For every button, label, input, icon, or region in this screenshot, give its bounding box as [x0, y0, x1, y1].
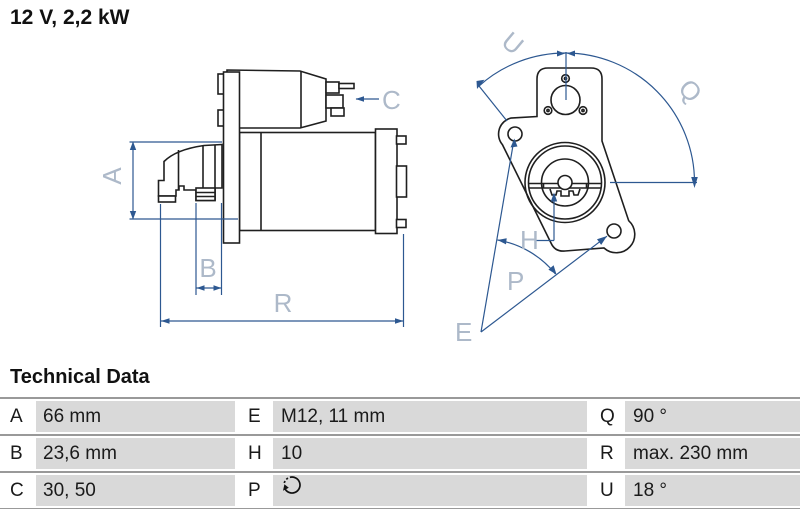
solenoid — [226, 69, 355, 129]
dimension-label-c: C — [382, 85, 401, 115]
shaft — [557, 174, 573, 191]
table-row: A 66 mm E M12, 11 mm Q 90 ° — [0, 401, 800, 432]
param-value: 23,6 mm — [36, 438, 235, 469]
motor-body — [238, 128, 408, 235]
technical-drawing: A B R C U Q H P E — [97, 26, 709, 347]
technical-data-heading: Technical Data — [10, 366, 150, 388]
mounting-hole-bottom-right — [606, 223, 622, 239]
counterclockwise-rotation-icon — [281, 475, 303, 505]
terminal-pin — [338, 82, 355, 90]
param-key: B — [0, 438, 36, 469]
table-divider — [0, 471, 800, 473]
param-key: E — [235, 401, 273, 432]
param-key: R — [587, 438, 625, 469]
mounting-bracket — [217, 71, 241, 244]
table-row: C 30, 50 P U 18 ° — [0, 475, 800, 506]
param-value: 66 mm — [36, 401, 235, 432]
housing-lip — [157, 195, 177, 203]
dimension-label-r: R — [274, 288, 293, 318]
starter-motor-side-view — [157, 69, 408, 244]
dimension-label-e: E — [455, 317, 472, 347]
param-key: H — [235, 438, 273, 469]
side-view-dimensions — [129, 98, 405, 327]
param-key: U — [587, 475, 625, 506]
param-value: 30, 50 — [36, 475, 235, 506]
dimension-label-u: U — [496, 26, 530, 61]
param-key: A — [0, 401, 36, 432]
table-row: B 23,6 mm H 10 R max. 230 mm — [0, 438, 800, 469]
param-value: 90 ° — [625, 401, 800, 432]
param-key: Q — [587, 401, 625, 432]
param-value: M12, 11 mm — [273, 401, 587, 432]
starter-motor-front-view — [497, 67, 636, 254]
param-value: max. 230 mm — [625, 438, 800, 469]
param-value-rotation — [273, 475, 587, 506]
gear-teeth — [549, 188, 581, 197]
table-divider — [0, 397, 800, 399]
page-title: 12 V, 2,2 kW — [10, 6, 130, 29]
dimension-label-a: A — [97, 167, 127, 185]
param-value: 10 — [273, 438, 587, 469]
pinion-gear — [195, 187, 216, 202]
technical-data-table: A 66 mm E M12, 11 mm Q 90 ° B 23,6 mm H … — [0, 397, 800, 509]
dimension-label-p: P — [507, 266, 524, 296]
param-key: C — [0, 475, 36, 506]
table-divider — [0, 434, 800, 436]
dimension-label-h: H — [520, 225, 539, 255]
side-view-arrowheads — [129, 96, 404, 324]
end-cap — [374, 128, 398, 235]
front-view-arrowheads — [476, 50, 698, 275]
dimension-label-q: Q — [673, 73, 709, 109]
param-key: P — [235, 475, 273, 506]
param-value: 18 ° — [625, 475, 800, 506]
dimension-label-b: B — [199, 253, 216, 283]
